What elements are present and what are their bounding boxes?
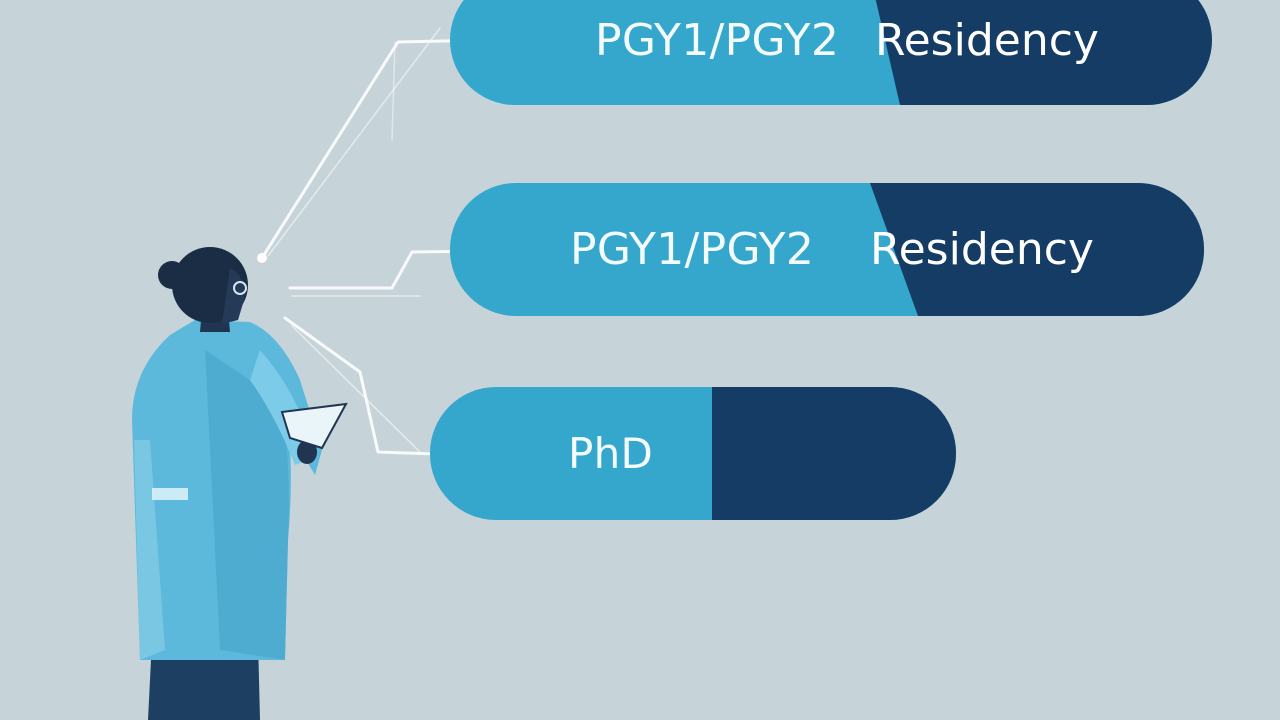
pill-label-left: PGY1/PGY2 (595, 14, 840, 66)
pill-label-left: PGY1/PGY2 (570, 224, 815, 275)
pill-label-left: PhD (568, 429, 654, 478)
pill-label-right: Residency (875, 14, 1099, 66)
pathway-pill-1: PGY1/PGY2 Residency (450, 0, 1212, 105)
pill-dark-segment (712, 387, 956, 520)
scientist-icon (132, 247, 348, 720)
pathway-pill-3: PhD (430, 387, 956, 520)
pathway-pill-2: PGY1/PGY2 Residency (450, 183, 1204, 316)
pill-dark-segment (870, 0, 1212, 105)
pill-dark-segment (870, 183, 1204, 316)
pill-label-right: Residency (870, 224, 1094, 275)
